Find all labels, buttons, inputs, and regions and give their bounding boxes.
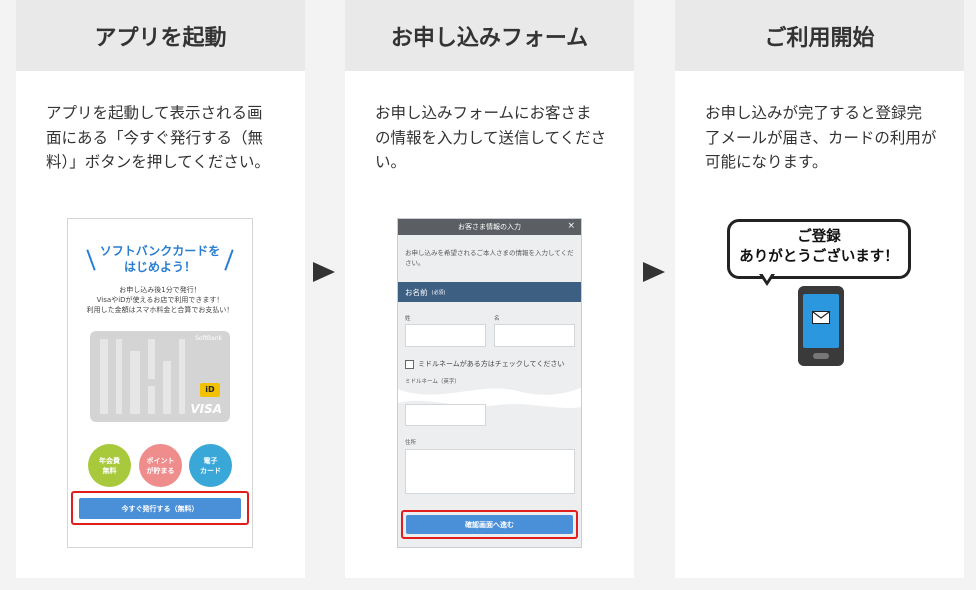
thank-you-speech-bubble: ご登録 ありがとうございます！	[727, 219, 911, 279]
app-subtext-line2: VisaやiDが使えるお店で利用できます！	[96, 296, 224, 304]
badge-annual-fee-free: 年会費 無料	[88, 444, 131, 487]
close-icon[interactable]: ×	[567, 221, 575, 231]
name-section-bar: お名前 (必須)	[398, 282, 581, 302]
step-description: お申し込みフォームにお客さまの情報を入力して送信してください。	[375, 104, 607, 171]
highlight-frame: 今すぐ発行する（無料）	[71, 491, 249, 525]
app-headline-line1: ソフトバンクカードを	[99, 244, 221, 258]
step-title: アプリを起動	[16, 0, 305, 71]
credit-card-image: SoftBank iD VISA	[90, 331, 230, 422]
card-brand-logo: SoftBank	[195, 335, 222, 342]
step-description: アプリを起動して表示される画面にある「今すぐ発行する（無料）」ボタンを押してくだ…	[46, 104, 270, 171]
required-label: (必須)	[431, 289, 446, 296]
step-description: お申し込みが完了すると登録完了メールが届き、カードの利用が可能になります。	[705, 104, 937, 171]
mail-icon	[812, 311, 830, 324]
first-name-input[interactable]	[494, 324, 575, 347]
app-subtext-line1: お申し込み後1分で発行！	[119, 286, 201, 294]
app-screen-mock: ソフトバンクカードを はじめよう！ お申し込み後1分で発行！ VisaやiDが使…	[67, 218, 253, 548]
bubble-line2: ありがとうございます！	[739, 249, 899, 265]
middle-name-input[interactable]	[405, 404, 486, 426]
last-name-label: 姓	[405, 316, 411, 322]
app-headline-line2: はじめよう！	[123, 260, 196, 274]
form-note: お申し込みを希望されるご本人さまの情報を入力してください。	[405, 249, 574, 267]
app-subtext-line3: 利用した金額はスマホ料金と合算でお支払い！	[86, 306, 234, 314]
last-name-input[interactable]	[405, 324, 486, 347]
badge-points: ポイント が貯まる	[139, 444, 182, 487]
middle-name-checkbox-row[interactable]: ミドルネームがある方はチェックしてください	[405, 359, 564, 369]
step-title: ご利用開始	[675, 0, 964, 71]
first-name-label: 名	[494, 316, 500, 322]
highlight-frame: 確認画面へ進む	[401, 510, 578, 539]
form-header: お客さま情報の入力 ×	[398, 219, 581, 235]
section-label: お名前	[405, 287, 428, 297]
form-screen-mock: お客さま情報の入力 × お申し込みを希望されるご本人さまの情報を入力してください…	[397, 218, 582, 548]
checkbox-label: ミドルネームがある方はチェックしてください	[418, 360, 565, 368]
badge-e-card: 電子 カード	[189, 444, 232, 487]
step-start-using: ご利用開始 お申し込みが完了すると登録完了メールが届き、カードの利用が可能になり…	[675, 0, 964, 578]
app-headline: ソフトバンクカードを はじめよう！	[68, 243, 252, 275]
form-header-title: お客さま情報の入力	[458, 223, 521, 231]
id-logo-icon: iD	[200, 383, 220, 397]
confirm-button[interactable]: 確認画面へ進む	[406, 515, 573, 534]
address-label: 住所	[405, 440, 417, 446]
middle-name-label: ミドルネーム（英字）	[405, 379, 460, 385]
checkbox[interactable]	[405, 359, 414, 369]
smartphone-icon	[798, 286, 844, 366]
step-title: お申し込みフォーム	[345, 0, 634, 71]
arrow-right-icon	[313, 262, 335, 282]
issue-now-button[interactable]: 今すぐ発行する（無料）	[79, 498, 241, 519]
bubble-line1: ご登録	[797, 229, 841, 245]
address-input[interactable]	[405, 449, 575, 494]
app-subtext: お申し込み後1分で発行！ VisaやiDが使えるお店で利用できます！ 利用した金…	[68, 285, 252, 315]
step-app-launch: アプリを起動 アプリを起動して表示される画面にある「今すぐ発行する（無料）」ボタ…	[16, 0, 305, 578]
step-application-form: お申し込みフォーム お申し込みフォームにお客さまの情報を入力して送信してください…	[345, 0, 634, 578]
arrow-right-icon	[643, 262, 665, 282]
visa-logo-icon: VISA	[190, 402, 222, 416]
torn-edge-decoration	[398, 387, 581, 408]
